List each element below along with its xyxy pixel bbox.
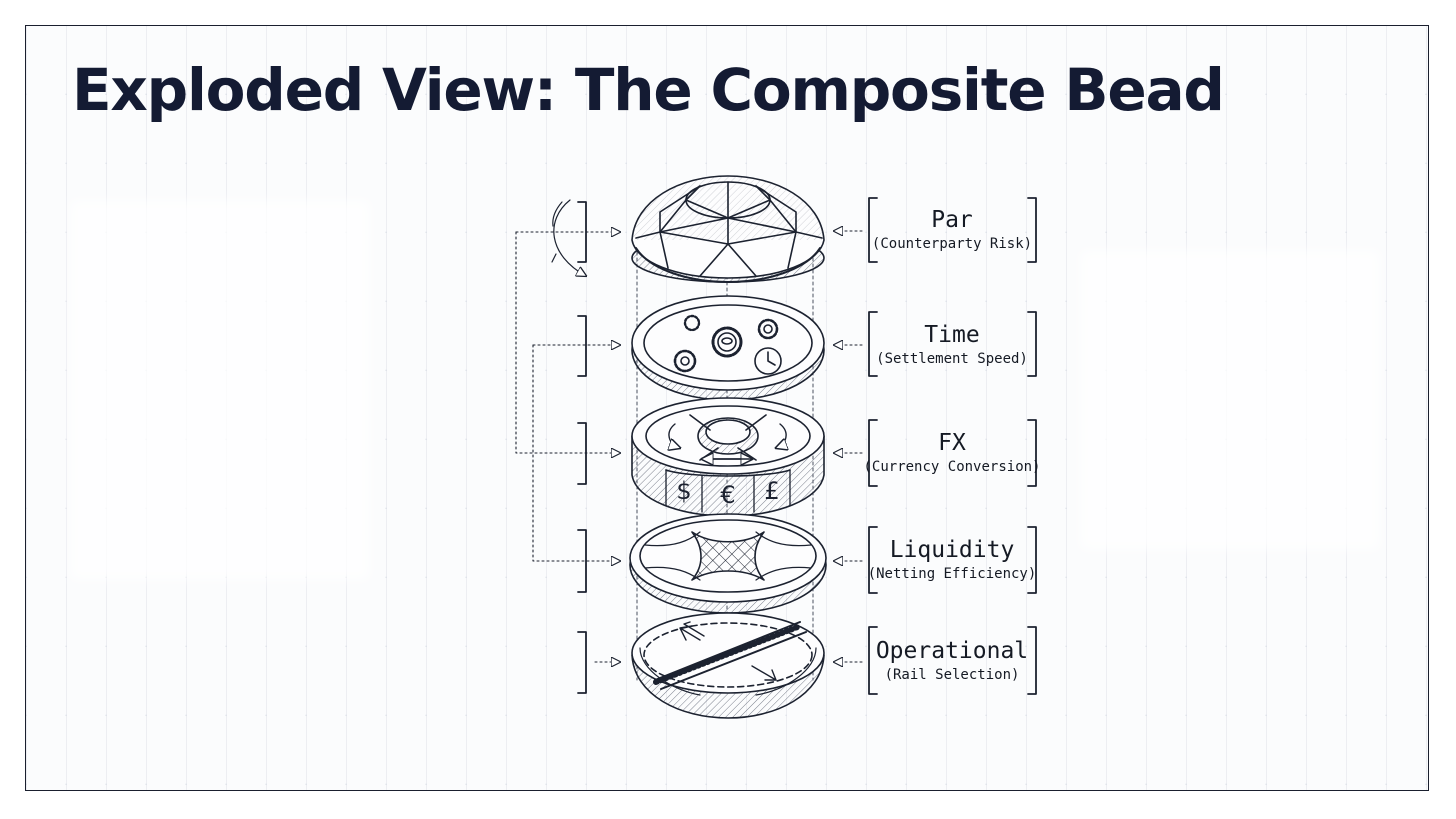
label-liquidity-name: Liquidity [890,537,1015,563]
label-fx-name: FX [938,430,966,456]
rotation-arc-icon [551,199,586,276]
arrow-up-left-icon [679,621,705,641]
gear-icon [757,318,779,340]
label-fx-detail: (Currency Conversion) [863,459,1040,475]
right-connectors [834,231,863,662]
arrow-down-right-icon [751,665,777,681]
page-title: Exploded View: The Composite Bead [72,56,1225,124]
faded-right-panel [1080,250,1380,550]
rail-track-icon [653,621,807,690]
label-operational-name: Operational [876,638,1028,664]
gear-icon [711,326,743,358]
right-brackets [868,197,1037,695]
currency-symbol-pound: £ [764,477,779,505]
rotate-arrow-icon [669,423,786,448]
layer-operational-base [631,612,825,719]
label-par-name: Par [931,207,973,233]
currency-symbol-dollar: $ [676,477,691,505]
faded-left-panel [70,200,370,580]
label-par-detail: (Counterparty Risk) [872,236,1032,252]
gear-icon [673,349,697,373]
gear-icon [683,314,701,332]
layer-labels: Par (Counterparty Risk) Time (Settlement… [863,207,1040,683]
clock-icon [754,347,782,375]
label-liquidity-detail: (Netting Efficiency) [868,566,1037,582]
layer-liquidity-dish [629,513,827,614]
label-time-name: Time [924,322,979,348]
currency-symbol-euro: € [720,481,735,509]
left-brackets [577,201,587,694]
layer-fx-ring: $ € £ [631,397,825,517]
label-operational-detail: (Rail Selection) [885,667,1020,683]
layer-par-dome [631,175,825,283]
layer-time-disk [631,295,825,409]
label-time-detail: (Settlement Speed) [876,351,1028,367]
left-connectors [515,232,620,662]
